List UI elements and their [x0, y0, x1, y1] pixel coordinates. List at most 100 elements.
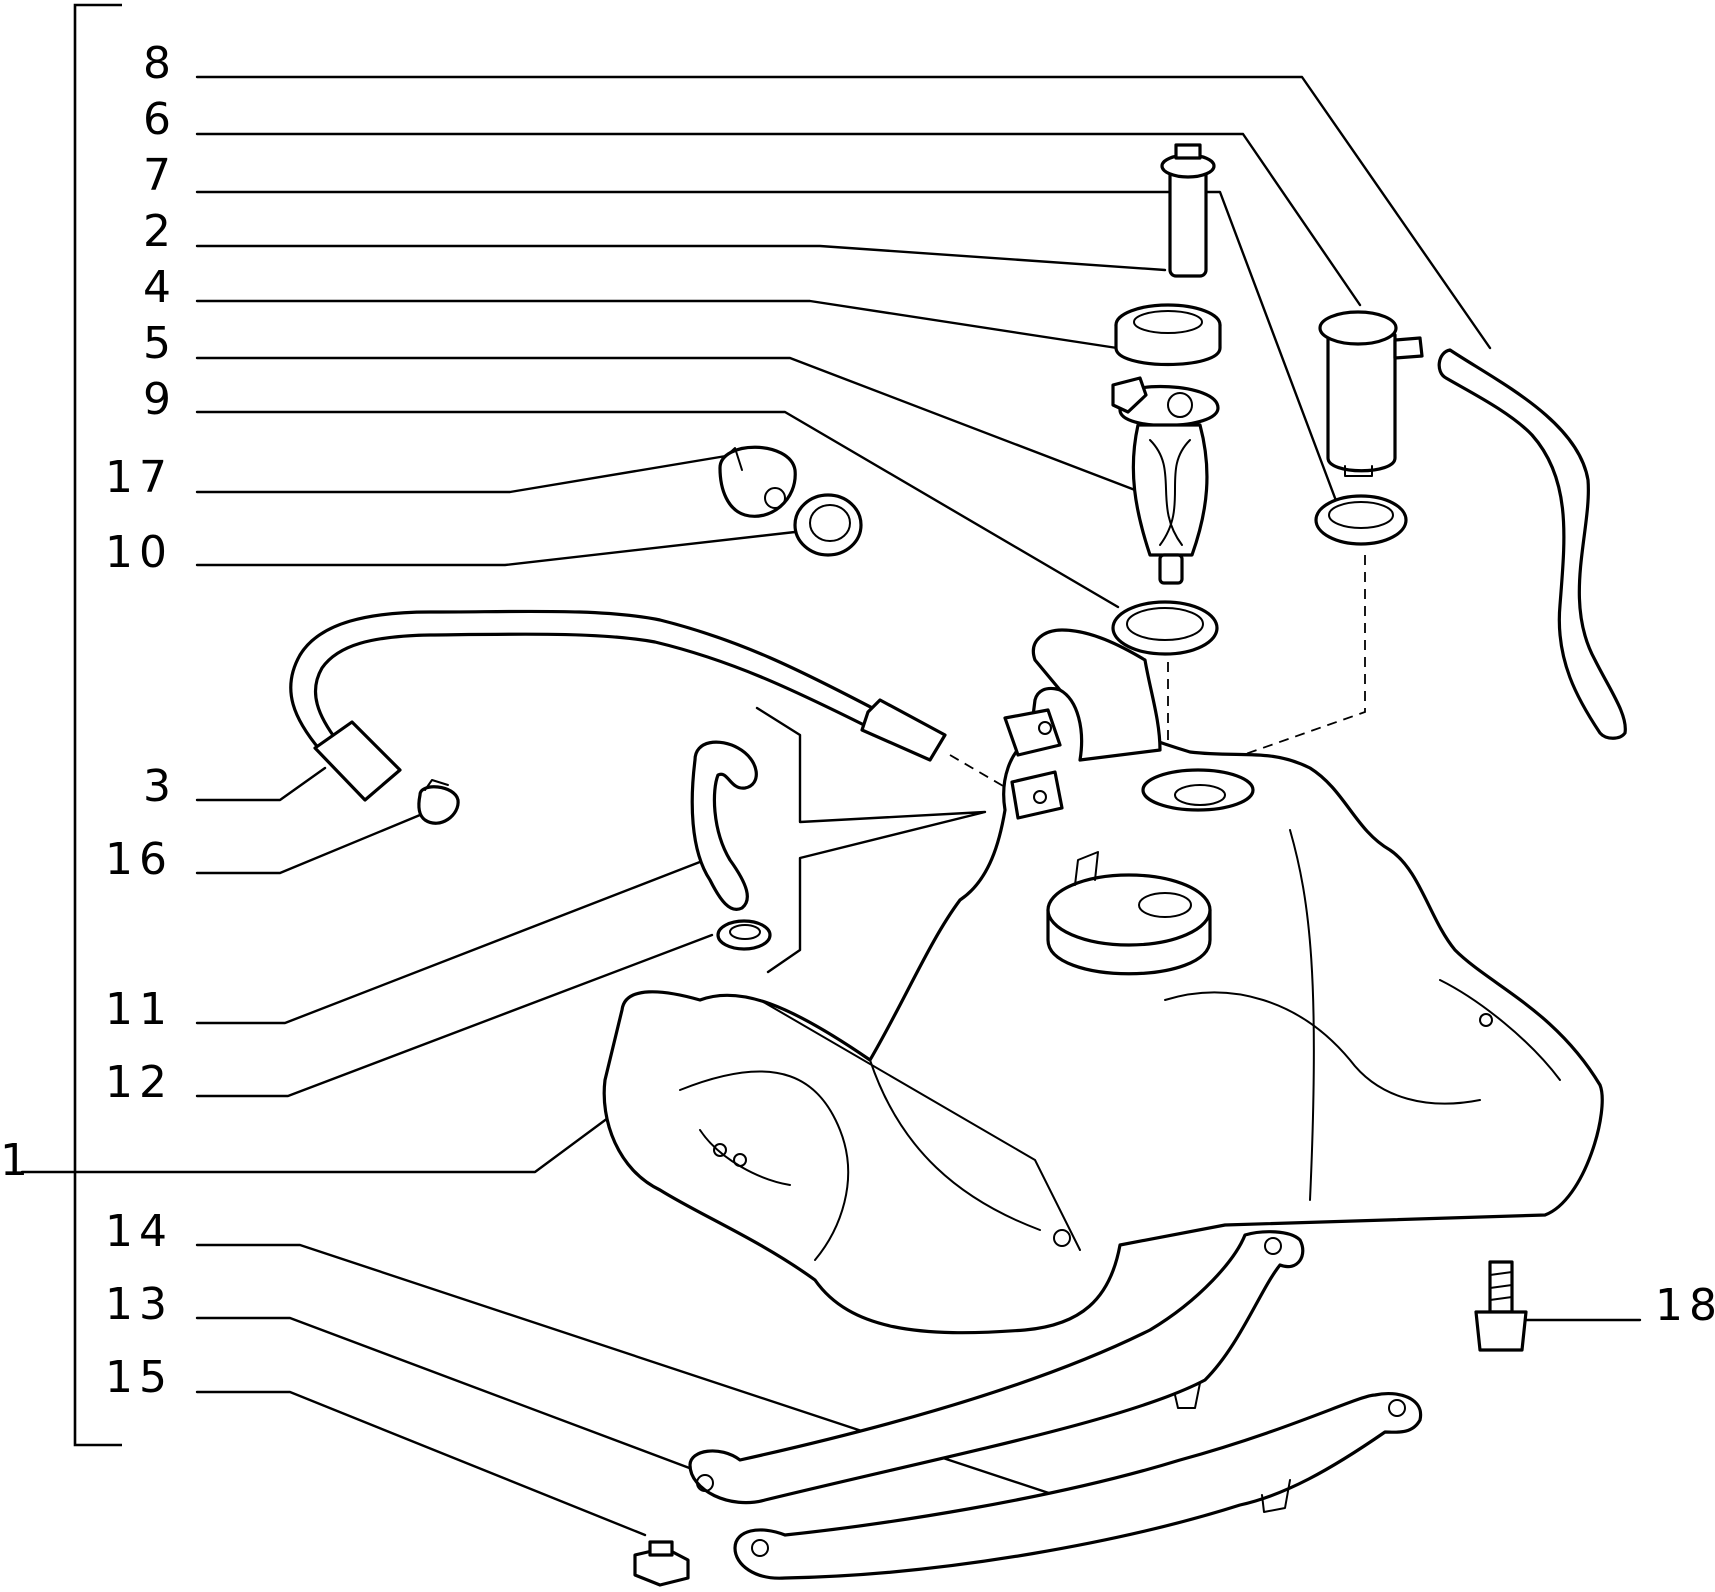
bolt-part-18: [1474, 1260, 1528, 1352]
callout-9: 9: [143, 374, 177, 425]
leader-3: [195, 766, 327, 802]
grommet-part-10: [793, 493, 863, 557]
callout-10: 10: [105, 527, 173, 578]
callout-18: 18: [1655, 1280, 1715, 1331]
tank-ridge-4: [1289, 829, 1315, 1201]
tank-ridge-5: [1164, 991, 1481, 1105]
pump-body: [1131, 423, 1209, 557]
strap-13-outline: [733, 1392, 1423, 1580]
dash-hose-to-tank: [949, 754, 1011, 791]
breather-cap-center: [764, 487, 786, 509]
strap-part-13: [733, 1392, 1423, 1580]
fuel-pipe-end-left: [313, 720, 402, 802]
bolt-18-head: [1474, 1310, 1528, 1352]
pump-outlet: [1111, 376, 1148, 414]
level-sender-part-2: [1160, 143, 1216, 278]
callout-13: 13: [105, 1279, 173, 1330]
sender-connector: [1174, 143, 1202, 160]
tank-ridge-1: [759, 999, 1081, 1251]
ring-nut-side: [1114, 323, 1222, 367]
leader-10: [195, 530, 797, 567]
leader-9: [195, 410, 1120, 609]
leader-17: [195, 453, 734, 494]
tank-ridge-2: [679, 1070, 850, 1261]
vent-hose-outline: [1437, 348, 1627, 740]
leader-16: [195, 813, 422, 875]
leader-11: [195, 858, 707, 1025]
tank-bolt-hole-1: [713, 1143, 727, 1157]
clip-part-16: [417, 779, 460, 825]
pump-seal-inner: [1126, 607, 1204, 641]
leader-14: [195, 1243, 1087, 1507]
tank-lug-hole: [1033, 790, 1047, 804]
leader-13: [195, 1316, 702, 1474]
nut-part-15: [633, 1540, 690, 1587]
pump-seal-part-9: [1111, 600, 1219, 656]
leader-2: [195, 244, 1167, 272]
tank-filler-flange: [1003, 708, 1062, 757]
grommet-outer: [1314, 494, 1408, 546]
callout-6: 6: [143, 94, 177, 145]
clamp-12-inner: [729, 924, 761, 940]
strap-14-outline: [688, 1230, 1305, 1505]
tank-ridge-6: [1439, 979, 1561, 1081]
strap-13-tab: [1261, 1479, 1291, 1513]
leader-1: [20, 1113, 614, 1174]
tank-pump-opening: [1138, 892, 1192, 918]
pump-wire-a: [1149, 439, 1183, 546]
fuel-pipe-part-3: [289, 609, 947, 802]
tank-filler-neck: [1031, 628, 1162, 762]
breather-cap-tab: [721, 447, 743, 471]
vent-hose-part-8: [1437, 348, 1627, 740]
strap-13-hole-end: [751, 1539, 769, 1557]
leader-8: [195, 75, 1492, 350]
callout-4: 4: [143, 262, 177, 313]
tank-ridge-3: [869, 1059, 1041, 1231]
ring-nut-part-4: [1114, 303, 1222, 367]
vent-valve-spigot: [1393, 336, 1424, 360]
vent-valve-body: [1326, 333, 1397, 473]
leader-5: [195, 356, 1137, 492]
pump-filter: [1158, 553, 1184, 585]
dash-vent-to-tank: [1199, 555, 1366, 771]
bolt-18-thread: [1489, 1271, 1513, 1301]
clip-16-tab: [424, 779, 449, 791]
leader-4: [195, 299, 1119, 350]
pump-flange-hole: [1167, 392, 1193, 418]
tank-flange-hole: [1038, 721, 1052, 735]
ring-nut-inner: [1133, 310, 1203, 334]
hose-11-outline: [690, 740, 758, 911]
fuel-pipe-end-right: [860, 698, 947, 762]
clamp-part-12: [716, 919, 772, 951]
nut-15-top: [648, 1540, 674, 1557]
leader-lines: [20, 75, 1642, 1537]
callout-labels: 8 6 7 2 4 5 9 17 10 3 16 11 12 1 14 13 1…: [0, 38, 1715, 1403]
leader-7: [195, 190, 1340, 508]
callout-15: 15: [105, 1352, 173, 1403]
assembly-bracket: [73, 3, 122, 1447]
strap-14-hole-end: [696, 1474, 714, 1492]
grommet-10-outer: [793, 493, 863, 557]
callout-11: 11: [105, 984, 173, 1035]
leader-15: [195, 1390, 647, 1537]
strap-14-tab: [1174, 1382, 1201, 1409]
hose-part-11: [690, 740, 758, 911]
vent-valve-part-6: [1318, 310, 1424, 477]
fuel-tank-part-1: [602, 628, 1604, 1335]
callout-8: 8: [143, 38, 177, 89]
callout-7: 7: [143, 150, 177, 201]
grommet-10-inner: [809, 504, 851, 542]
callout-5: 5: [143, 318, 177, 369]
vent-valve-cap: [1318, 310, 1398, 346]
grommet-inner: [1328, 501, 1394, 529]
callout-2: 2: [143, 206, 177, 257]
vent-valve-tip: [1344, 465, 1373, 477]
tank-collar-nipple: [1074, 851, 1099, 886]
tank-bolt-hole-4: [1479, 1013, 1493, 1027]
callout-1: 1: [0, 1135, 34, 1186]
grommet-part-7: [1314, 494, 1408, 546]
fuel-pump-part-5: [1111, 376, 1220, 585]
sender-tube: [1168, 166, 1208, 278]
tank-pump-collar-top: [1046, 873, 1212, 947]
